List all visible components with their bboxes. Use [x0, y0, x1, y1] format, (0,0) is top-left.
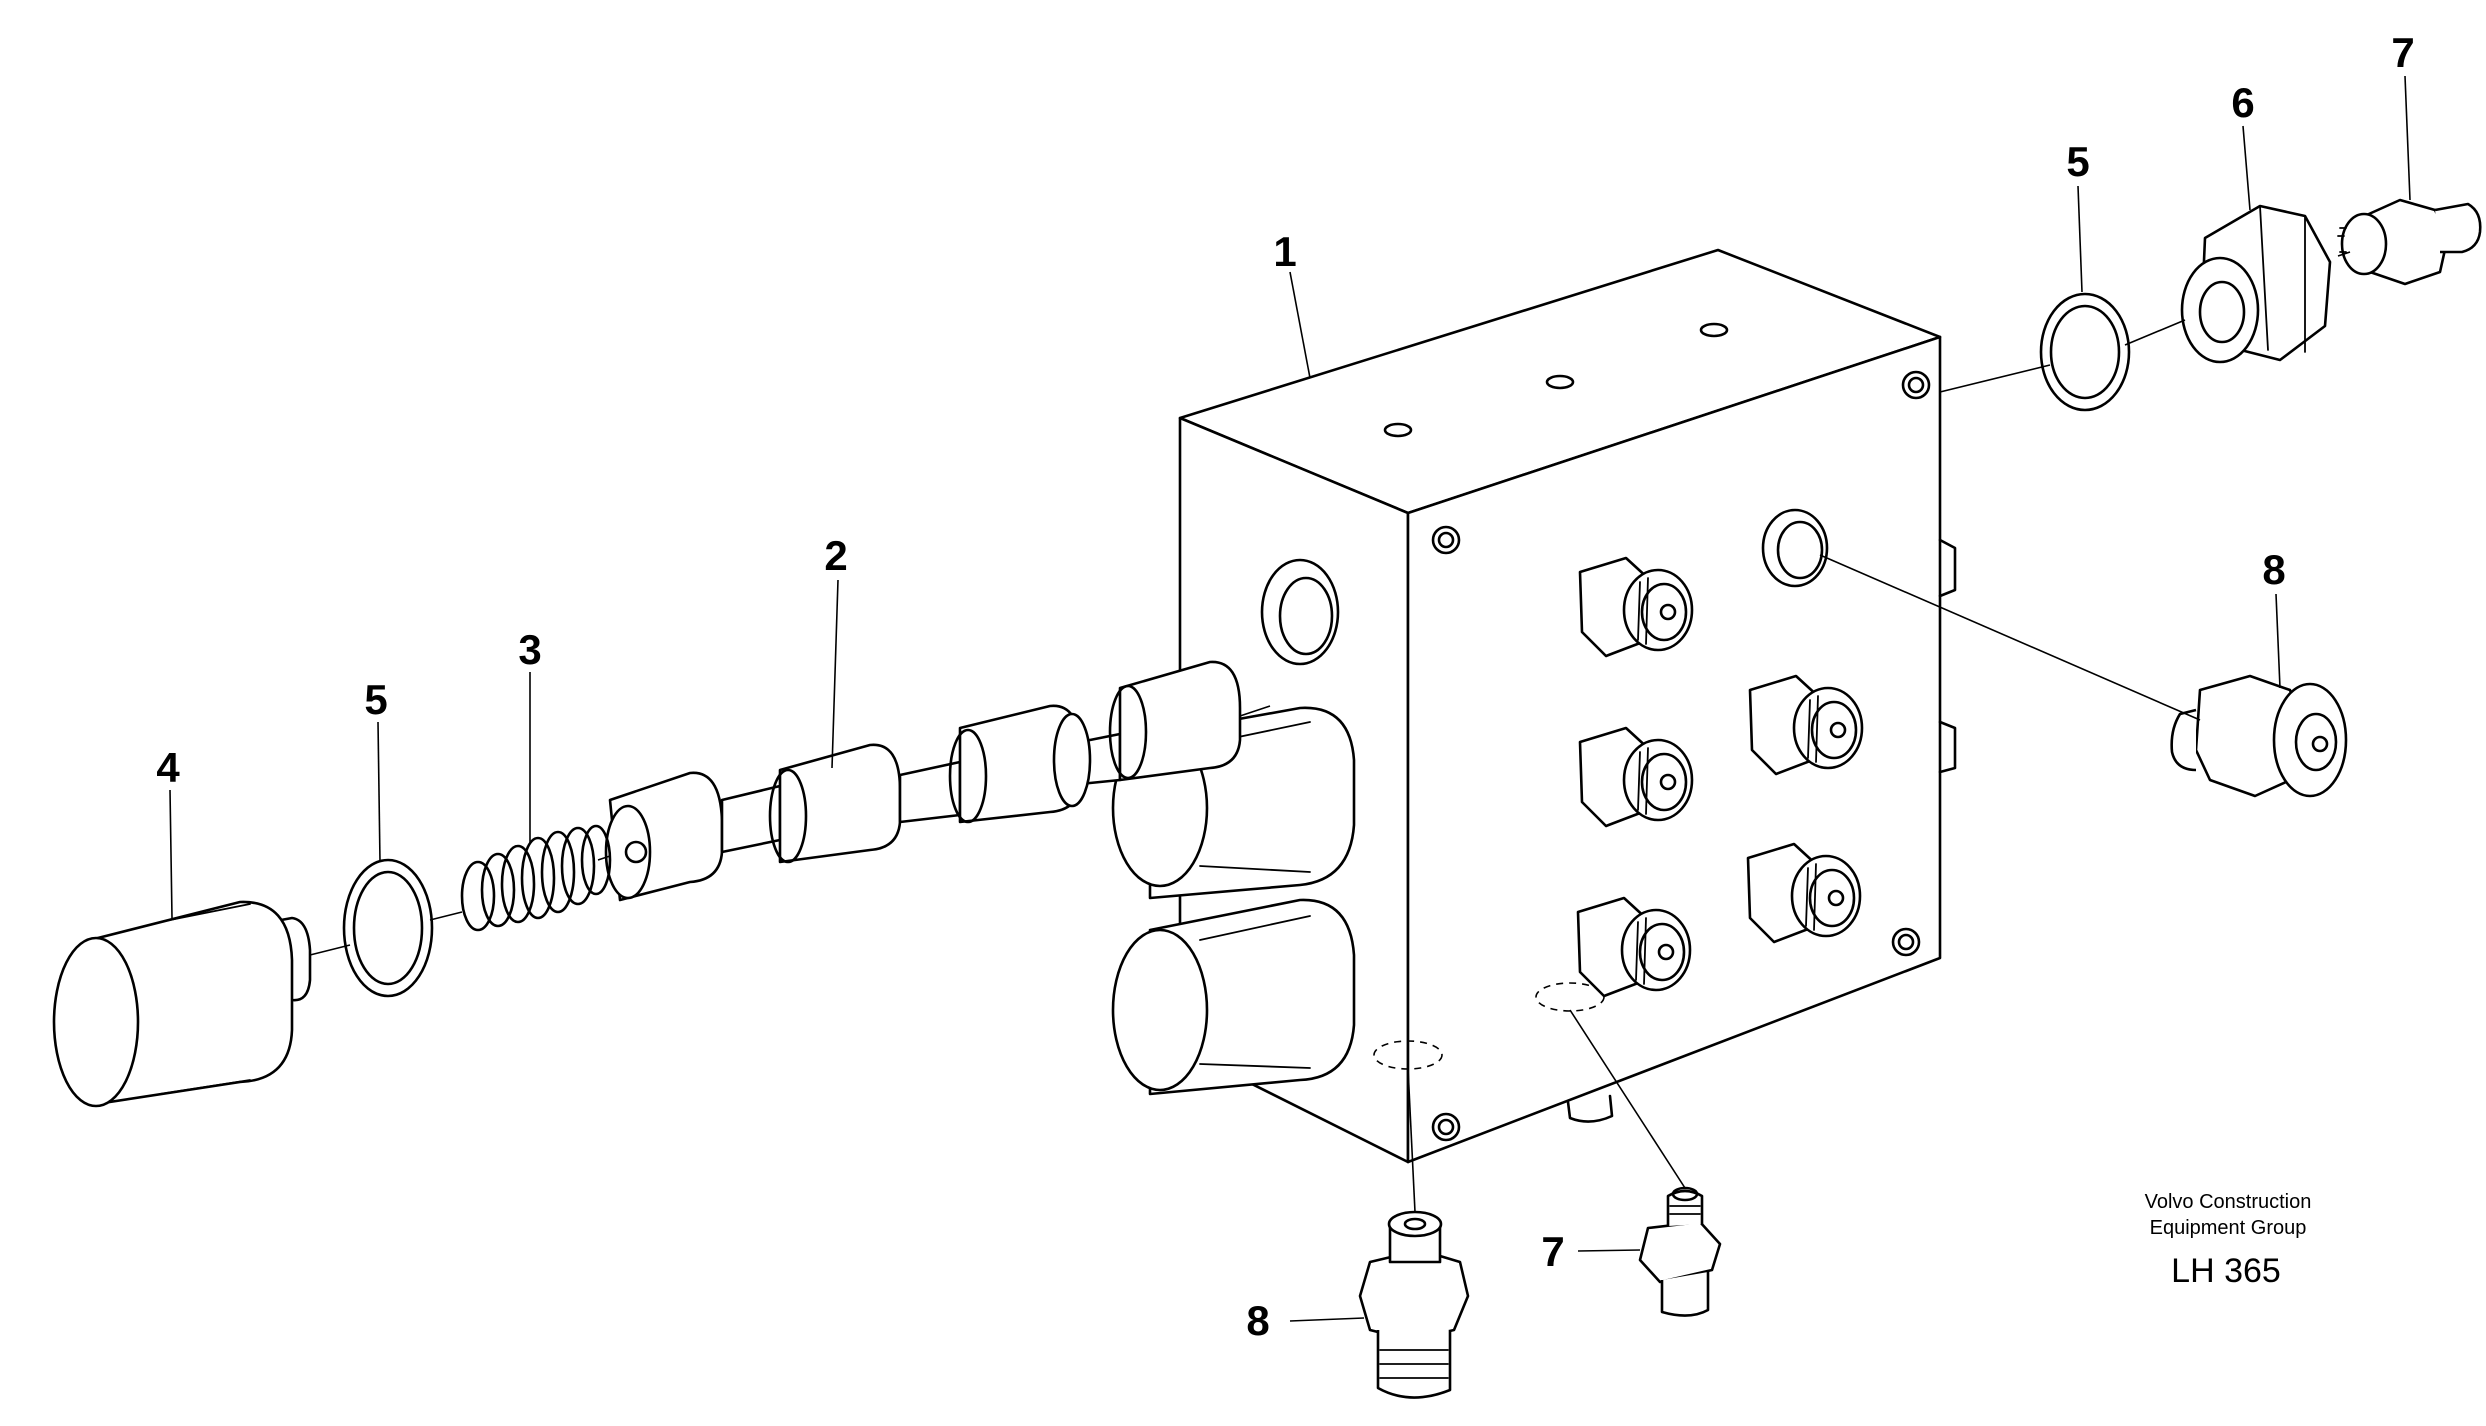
callout-5-left: 5: [364, 676, 387, 723]
credit-line-2: Equipment Group: [2150, 1217, 2307, 1239]
drawing-code: LH 365: [2171, 1252, 2281, 1290]
callout-3: 3: [518, 626, 541, 673]
credit-line-1: Volvo Construction: [2145, 1191, 2312, 1213]
washer-left: [342, 858, 434, 998]
nipple-top: [2337, 198, 2482, 286]
callout-6: 6: [2231, 79, 2254, 126]
block-fitting-2: [1578, 726, 1694, 828]
title-block: Volvo Construction Equipment Group LH 36…: [2145, 1191, 2312, 1290]
assembly-lines: [309, 251, 2351, 1213]
block-fitting-1: [1578, 556, 1694, 658]
fitting-bottom: [1358, 1210, 1470, 1399]
block-fitting-5: [1746, 842, 1862, 944]
valve-block: [1111, 248, 1957, 1164]
callout-1: 1: [1273, 228, 1296, 275]
callout-leaders: [169, 75, 2411, 1322]
block-hex-plug-lower: [1111, 898, 1356, 1096]
plug: [52, 900, 312, 1108]
callout-7-bottom: 7: [1541, 1228, 1564, 1275]
callout-5-right: 5: [2066, 138, 2089, 185]
callout-8-bottom: 8: [1246, 1297, 1269, 1344]
fitting-right: [2170, 674, 2348, 798]
spool: [604, 660, 1242, 902]
callout-4: 4: [156, 744, 180, 791]
callout-8-right: 8: [2262, 546, 2285, 593]
callout-7-top: 7: [2391, 29, 2414, 76]
block-fitting-4: [1748, 674, 1864, 776]
callout-2: 2: [824, 532, 847, 579]
callout-numbers: 1 2 3 4 5 5 6 7 7 8 8: [156, 29, 2414, 1344]
adapter: [2180, 204, 2332, 364]
washer-right: [2039, 292, 2131, 412]
block-fitting-3: [1576, 896, 1692, 998]
nipple-bottom: [1638, 1186, 1722, 1317]
spring: [460, 824, 612, 932]
